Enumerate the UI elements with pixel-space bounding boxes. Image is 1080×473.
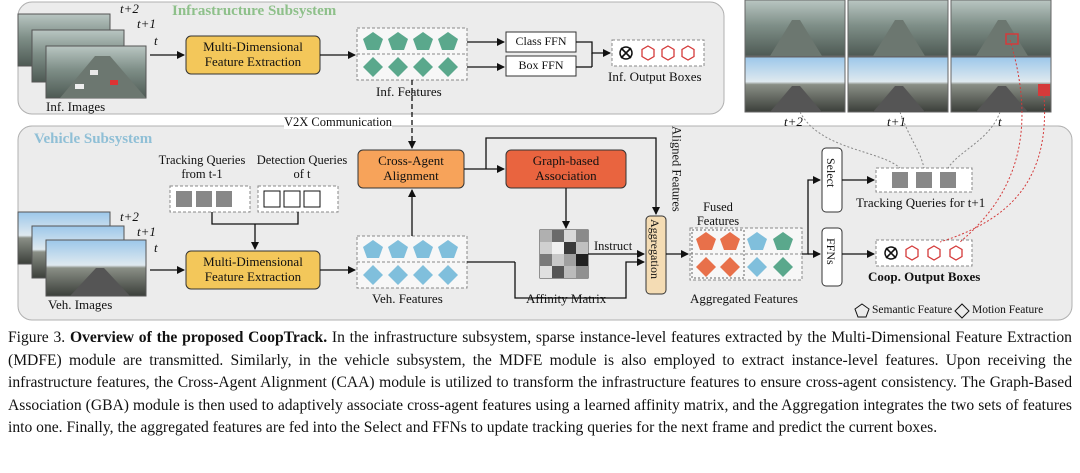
- aggregated-semantic-features: [696, 232, 793, 250]
- veh-t-label: t: [154, 240, 158, 255]
- inf-output-label: Inf. Output Boxes: [608, 69, 702, 84]
- inf-image-stack: [17, 13, 147, 99]
- aggregation-label: Aggregation: [648, 219, 662, 279]
- caption-lead: Figure 3.: [8, 329, 70, 346]
- caa-label: Cross-Agent Alignment: [378, 153, 444, 183]
- legend-semantic-icon: [854, 303, 870, 318]
- legend-semantic-label: Semantic Feature: [872, 304, 953, 316]
- ffns-box: [821, 227, 843, 287]
- aggregated-motion-features: [696, 257, 793, 277]
- timeline-t2: t+2: [784, 114, 803, 129]
- inf-semantic-features: [363, 32, 458, 50]
- box-ffn-box: [505, 55, 577, 77]
- gba-label: Graph-based Association: [532, 153, 600, 183]
- infra-title: Infrastructure Subsystem: [172, 3, 337, 19]
- architecture-diagram: Infrastructure Subsystem t+2 t+1 t Inf. …: [17, 0, 1073, 321]
- caption-title: Overview of the proposed CoopTrack.: [69, 329, 328, 346]
- aggregated-features-label: Aggregated Features: [690, 291, 798, 306]
- detection-queries-label: Detection Queries of t: [256, 152, 348, 181]
- figure-caption: Figure 3. Overview of the proposed CoopT…: [8, 327, 1072, 440]
- select-label: Select: [824, 158, 838, 188]
- affinity-matrix: [539, 229, 589, 279]
- infra-t1-label: t+1: [137, 16, 156, 31]
- timeline-t: t: [998, 114, 1002, 129]
- veh-t1-label: t+1: [137, 224, 156, 239]
- vehicle-title: Vehicle Subsystem: [34, 131, 153, 147]
- veh-image-stack: [17, 211, 147, 297]
- diagram-canvas: [17, 0, 1073, 321]
- projection-curves: [799, 39, 1046, 243]
- veh-mdfe-label: Multi-Dimensional Feature Extraction: [203, 254, 303, 284]
- class-ffn-label: Class FFN: [515, 34, 567, 49]
- tracking-queries-label: Tracking Queries from t-1: [158, 152, 246, 181]
- veh-images-label: Veh. Images: [48, 297, 113, 312]
- tracking-next-label: Tracking Queries for t+1: [856, 195, 986, 210]
- ffns-label: FFNs: [824, 238, 838, 265]
- veh-features-label: Veh. Features: [372, 291, 443, 306]
- infra-mdfe-label: Multi-Dimensional Feature Extraction: [203, 39, 303, 69]
- fused-features-highlight: [691, 229, 745, 279]
- aggregation-box: [645, 215, 667, 295]
- inf-motion-features: [363, 57, 458, 77]
- inf-images-label: Inf. Images: [46, 99, 106, 114]
- inf-features-label: Inf. Features: [376, 84, 442, 99]
- veh-semantic-features: [363, 240, 458, 258]
- caption-body: In the infrastructure subsystem, sparse …: [8, 329, 1072, 437]
- aligned-features-label: Aligned Features: [669, 126, 684, 212]
- coop-output-boxes: [884, 245, 963, 261]
- infra-t-label: t: [154, 33, 158, 48]
- affinity-label: Affinity Matrix: [526, 291, 607, 306]
- camera-grid: [744, 0, 1052, 113]
- inf-output-container: [611, 39, 705, 67]
- v2x-label: V2X Communication: [284, 115, 392, 129]
- veh-motion-features: [363, 265, 458, 285]
- instruct-label: Instruct: [594, 239, 633, 253]
- flow-arrows: [150, 38, 875, 299]
- box-ffn-label: Box FFN: [518, 58, 564, 73]
- legend-motion-label: Motion Feature: [972, 304, 1044, 316]
- fused-features-label: Fused Features: [696, 199, 740, 228]
- detection-query-squares: [263, 190, 321, 208]
- veh-t2-label: t+2: [120, 209, 139, 224]
- coop-output-label: Coop. Output Boxes: [868, 269, 981, 284]
- tracking-next-squares: [892, 172, 956, 188]
- infra-t2-label: t+2: [120, 1, 139, 16]
- legend-motion-icon: [954, 303, 970, 319]
- tracking-query-squares: [176, 191, 232, 207]
- timeline-t1: t+1: [887, 114, 906, 129]
- inf-output-boxes: [619, 45, 695, 61]
